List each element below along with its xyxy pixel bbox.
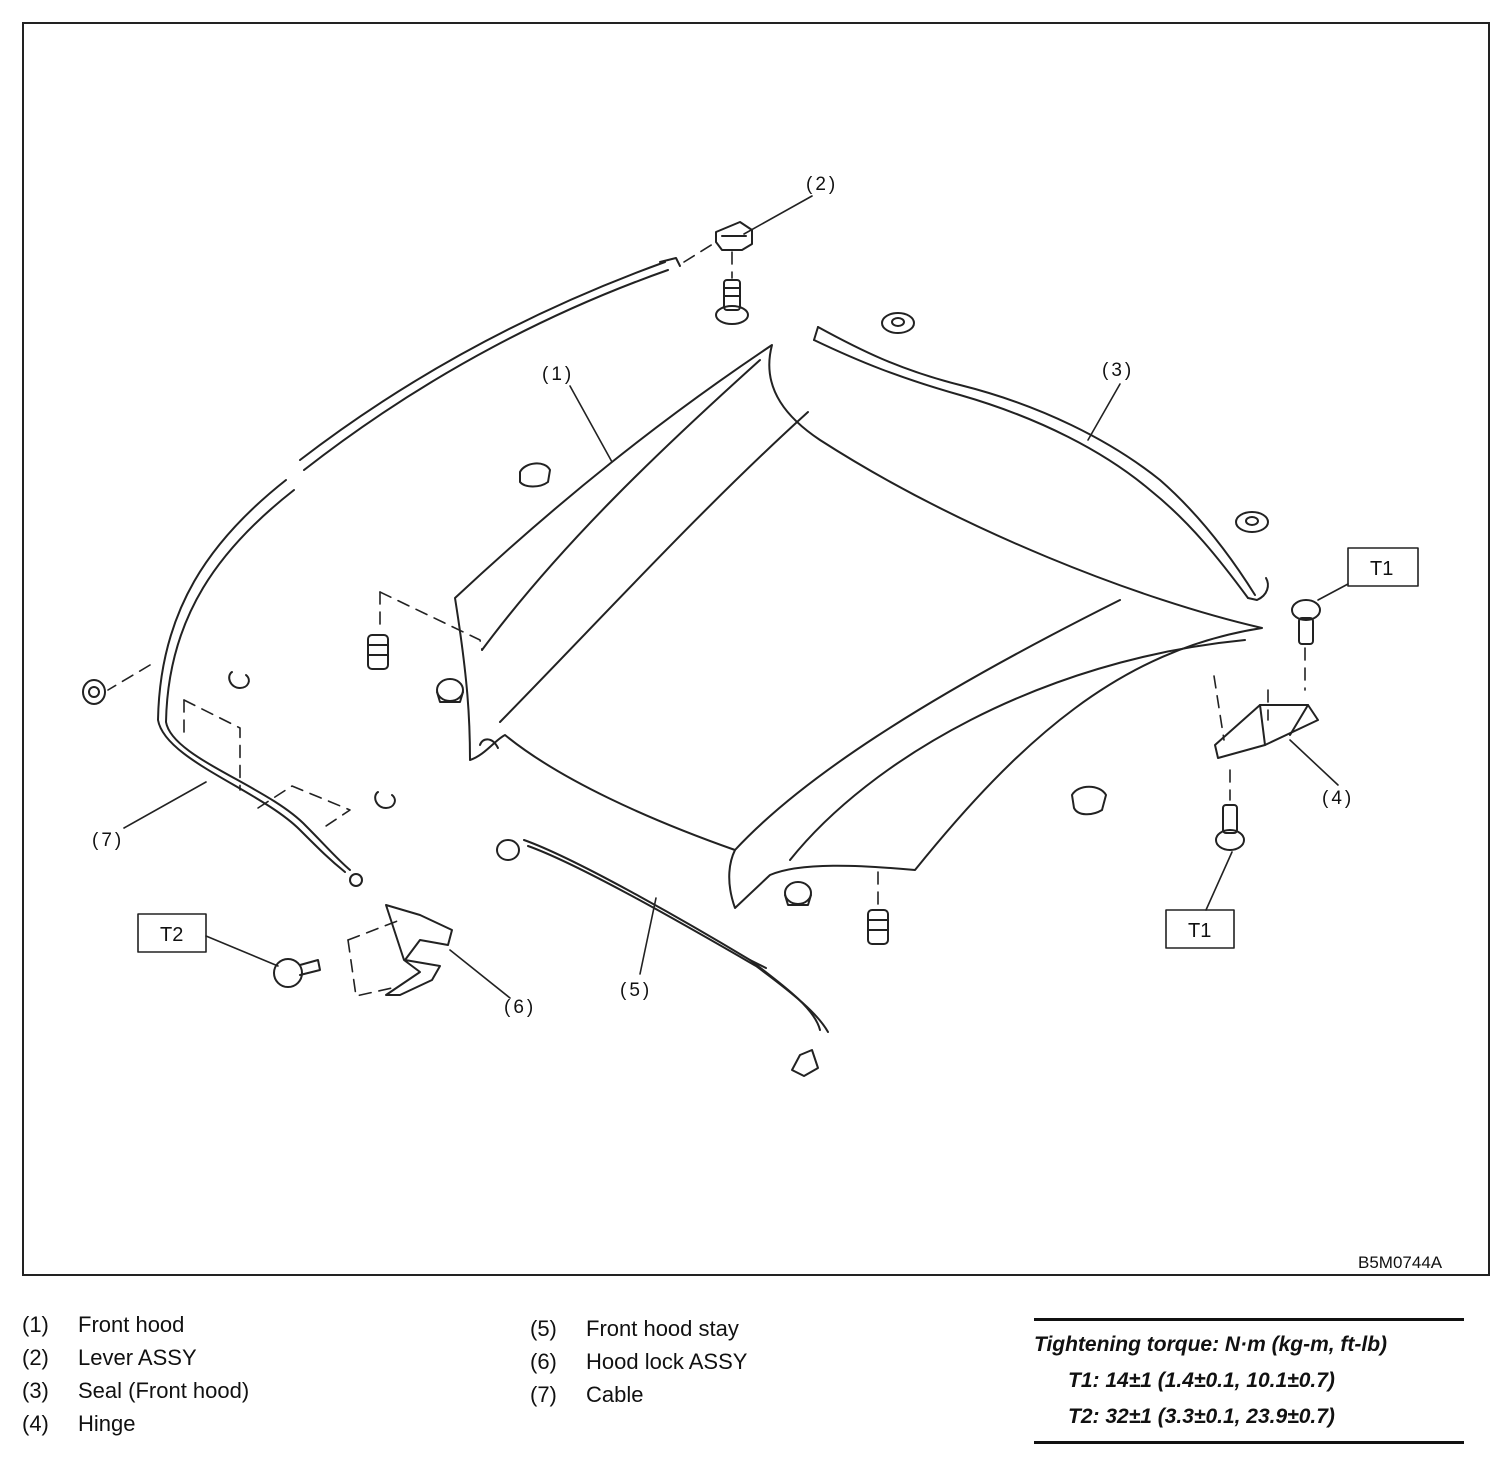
- torque-box-t1-upper: T1: [1347, 547, 1419, 587]
- legend-label: Hinge: [78, 1411, 136, 1436]
- legend-number: (1): [22, 1312, 49, 1337]
- legend-number: (3): [22, 1378, 49, 1403]
- cable-clips: [228, 671, 396, 809]
- leader-lines: [123, 195, 1349, 999]
- cable-part: [157, 257, 681, 887]
- bumper-pads: [436, 462, 1107, 906]
- callout-5: (5): [620, 980, 652, 1001]
- legend-item: (6) Hood lock ASSY: [530, 1345, 747, 1378]
- legend-left: (1) Front hood (2) Lever ASSY (3) Seal (…: [22, 1308, 249, 1440]
- callout-1: (1): [542, 364, 574, 385]
- torque-heading: Tightening torque: N·m (kg-m, ft-lb): [1034, 1333, 1388, 1356]
- legend-number: (6): [530, 1349, 557, 1374]
- grommet-group: [82, 312, 1269, 861]
- legend-item: (2) Lever ASSY: [22, 1341, 249, 1374]
- legend-number: (5): [530, 1316, 557, 1341]
- legend-item: (5) Front hood stay: [530, 1312, 747, 1345]
- hood-stay-part: [523, 839, 829, 1077]
- legend-item: (4) Hinge: [22, 1407, 249, 1440]
- torque-specification: Tightening torque: N·m (kg-m, ft-lb) T1:…: [1034, 1318, 1464, 1444]
- legend-label: Seal (Front hood): [78, 1378, 250, 1403]
- dashed-guides: [107, 241, 1306, 997]
- callout-7: (7): [92, 830, 124, 851]
- front-hood-part: [454, 344, 1263, 909]
- figure-id: B5M0744A: [1358, 1253, 1443, 1272]
- svg-text:T1: T1: [1188, 920, 1211, 942]
- legend-label: Front hood: [78, 1312, 185, 1337]
- diagram-frame: [22, 22, 1490, 1276]
- legend-number: (2): [22, 1345, 49, 1370]
- legend-label: Front hood stay: [586, 1316, 739, 1341]
- legend-label: Lever ASSY: [78, 1345, 197, 1370]
- lever-assy-part: [715, 221, 753, 325]
- torque-box-t1-lower: T1: [1165, 909, 1235, 949]
- torque-t2: T2: 32±1 (3.3±0.1, 23.9±0.7): [1068, 1405, 1335, 1428]
- svg-text:T1: T1: [1370, 558, 1393, 580]
- hood-lock-part: [273, 904, 453, 996]
- exploded-diagram: (2) (1) (3) (4) (7) (5) (6) T1 T1 T2 B5M…: [82, 174, 1443, 1272]
- callout-3: (3): [1102, 360, 1134, 381]
- svg-text:T2: T2: [160, 924, 183, 946]
- legend-label: Cable: [586, 1382, 644, 1407]
- legend-middle: (5) Front hood stay (6) Hood lock ASSY (…: [530, 1312, 747, 1411]
- callout-4: (4): [1322, 788, 1354, 809]
- hood-seal-part: [813, 326, 1269, 601]
- legend-item: (7) Cable: [530, 1378, 747, 1411]
- legend-label: Hood lock ASSY: [586, 1349, 748, 1374]
- rubber-stops: [367, 634, 889, 945]
- callout-2: (2): [806, 174, 838, 195]
- torque-box-t2: T2: [137, 913, 207, 953]
- hinge-part: [1214, 599, 1321, 851]
- legend-item: (1) Front hood: [22, 1308, 249, 1341]
- callout-6: (6): [504, 997, 536, 1018]
- torque-t1: T1: 14±1 (1.4±0.1, 10.1±0.7): [1068, 1369, 1335, 1392]
- legend-number: (4): [22, 1411, 49, 1436]
- legend-item: (3) Seal (Front hood): [22, 1374, 249, 1407]
- legend-number: (7): [530, 1382, 557, 1407]
